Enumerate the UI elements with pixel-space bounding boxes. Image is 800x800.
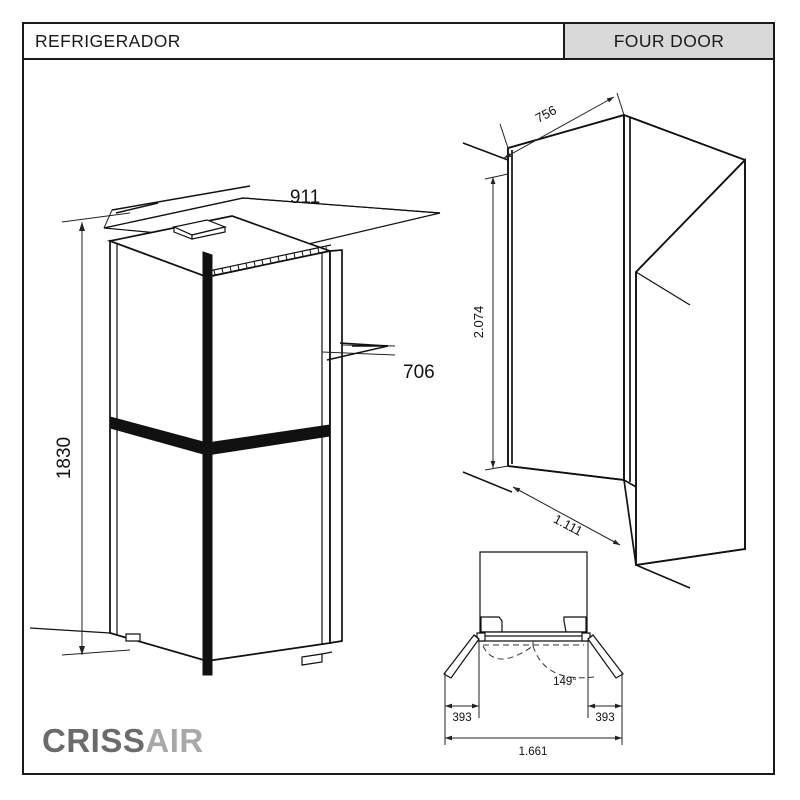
model-type-label: FOUR DOOR — [613, 30, 725, 51]
product-name-cell: REFRIGERADOR — [24, 24, 563, 58]
brand-logo-text-primary: CRISS — [42, 722, 146, 759]
model-type-cell: FOUR DOOR — [563, 24, 773, 58]
product-name-label: REFRIGERADOR — [35, 30, 181, 51]
brand-logo: CRISS AIR — [42, 722, 204, 760]
brand-logo-text-secondary: AIR — [145, 722, 204, 759]
drawing-frame-border — [22, 60, 775, 775]
title-block: REFRIGERADOR FOUR DOOR — [22, 22, 775, 60]
